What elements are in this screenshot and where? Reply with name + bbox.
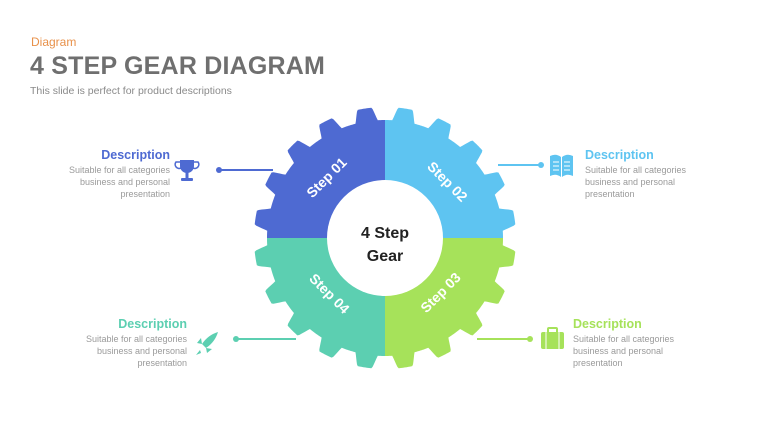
connector-bottom-left (233, 336, 296, 342)
description-line: business and personal (585, 177, 676, 187)
description-bottom-right: Description Suitable for all categories … (573, 317, 768, 369)
description-line: business and personal (79, 177, 170, 187)
gear-center-hub (327, 180, 443, 296)
page-subtitle: This slide is perfect for product descri… (30, 85, 232, 97)
description-title: Description (585, 148, 654, 162)
center-label-line1: 4 Step (361, 225, 409, 242)
connector-top-left (216, 167, 273, 173)
description-line: Suitable for all categories (585, 165, 687, 175)
description-line: Suitable for all categories (573, 334, 675, 344)
description-title: Description (101, 148, 170, 162)
description-line: presentation (137, 358, 187, 368)
trophy-icon (174, 160, 200, 181)
description-body: Suitable for all categories business and… (585, 164, 768, 200)
description-line: business and personal (573, 346, 664, 356)
description-top-right: Description Suitable for all categories … (585, 148, 768, 200)
description-title: Description (118, 317, 187, 331)
description-line: business and personal (96, 346, 187, 356)
description-line: presentation (120, 189, 170, 199)
center-label-line2: Gear (367, 248, 403, 265)
description-line: Suitable for all categories (85, 334, 187, 344)
description-bottom-left: Description Suitable for all categories … (0, 317, 187, 369)
description-line: presentation (573, 358, 623, 368)
description-body: Suitable for all categories business and… (0, 164, 170, 200)
description-line: Suitable for all categories (68, 165, 170, 175)
book-icon (550, 154, 573, 177)
description-body: Suitable for all categories business and… (573, 333, 768, 369)
connector-bottom-right (477, 336, 533, 342)
description-body: Suitable for all categories business and… (0, 333, 187, 369)
category-label: Diagram (31, 35, 77, 49)
description-title: Description (573, 317, 642, 331)
briefcase-icon (541, 327, 564, 349)
rocket-icon (196, 332, 218, 355)
description-top-left: Description Suitable for all categories … (0, 148, 170, 200)
page-title: 4 STEP GEAR DIAGRAM (30, 52, 326, 80)
connector-top-right (498, 162, 544, 168)
description-line: presentation (585, 189, 635, 199)
